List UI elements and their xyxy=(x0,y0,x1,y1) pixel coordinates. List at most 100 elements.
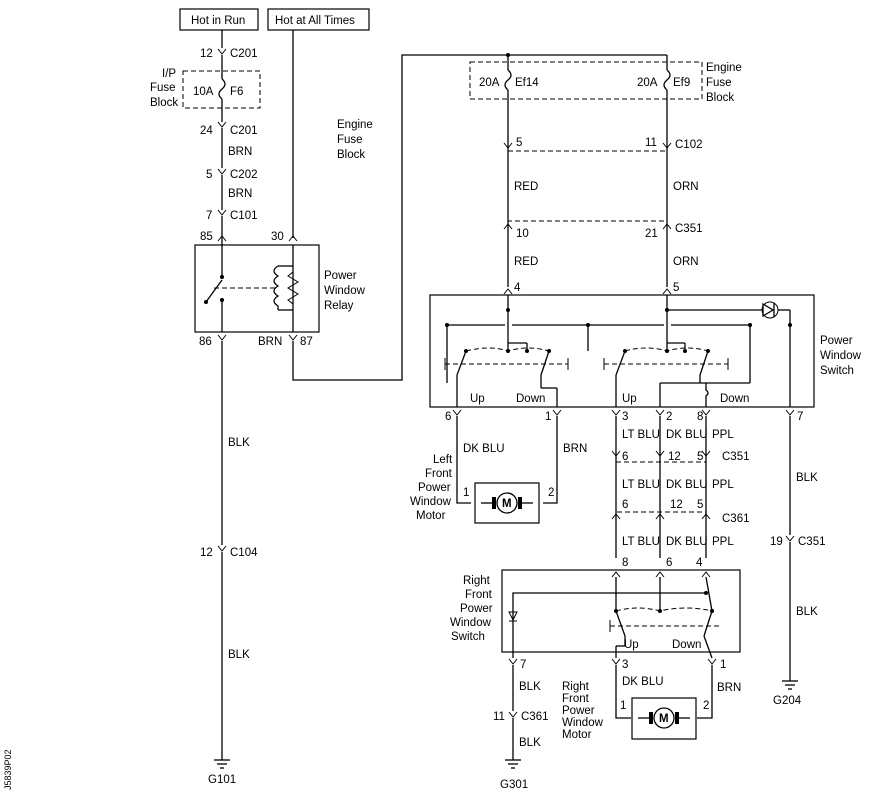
left-motor-wire-a: DK BLU xyxy=(463,443,505,455)
pws-pin-3-chevron xyxy=(611,409,621,416)
pws-pin-3: 3 xyxy=(622,411,628,423)
pws-right-up: Up xyxy=(622,393,637,405)
rf-motor-icon xyxy=(638,707,690,729)
ip-fuse-block-label-1: I/P xyxy=(162,68,176,80)
fuse-ef14-id: Ef14 xyxy=(515,77,539,89)
c361-mid-pin-b: 12 xyxy=(670,499,683,511)
rf-switch-internal xyxy=(508,576,720,659)
rf-switch-pin-1: 1 xyxy=(720,659,726,671)
c102-c351-harness xyxy=(507,150,668,222)
bundle-w3: PPL xyxy=(712,429,734,441)
pws-pin-7: 7 xyxy=(797,411,803,423)
ground-g101-icon xyxy=(214,759,230,769)
rf-pin-8: 8 xyxy=(622,557,628,569)
connector-c104 xyxy=(217,545,227,552)
connector-c201-in xyxy=(217,48,227,55)
relay-coil xyxy=(273,245,299,332)
engine-fuse-right-label-2: Fuse xyxy=(706,77,732,89)
rf-switch-pin-7: 7 xyxy=(520,659,526,671)
rf-switch-up: Up xyxy=(624,639,639,651)
conn-c101: C101 xyxy=(230,210,258,222)
pws-right-switch xyxy=(603,347,750,407)
right-wire-blk-1: BLK xyxy=(796,472,818,484)
conn-c201-in: C201 xyxy=(230,48,258,60)
fuse-ef14-symbol xyxy=(504,69,512,91)
rf-motor-label-4: Window xyxy=(562,717,604,729)
c351-mid-pin-b: 12 xyxy=(668,451,681,463)
wire-dk-blu-rf xyxy=(615,665,631,719)
c351-c361-harness xyxy=(615,461,707,513)
left-motor-pin-2: 2 xyxy=(548,487,554,499)
connector-c202 xyxy=(217,168,227,175)
rf-motor-pin-1: 1 xyxy=(620,700,626,712)
relay-86-chevron xyxy=(217,334,227,341)
bundle-low-w3: PPL xyxy=(712,536,734,548)
wire-dk-blu-left xyxy=(456,416,471,504)
wire-label-brn-2: BRN xyxy=(228,188,252,200)
relay-pin-86: 86 xyxy=(199,336,212,348)
pws-left-up: Up xyxy=(470,393,485,405)
pin-c201-out: 24 xyxy=(200,125,213,137)
c351-top-pin-a: 10 xyxy=(516,228,529,240)
pws-label-3: Switch xyxy=(820,365,854,377)
rf-pin-4-chev xyxy=(701,571,711,578)
relay-switch xyxy=(204,245,278,332)
hot-at-all-times-box xyxy=(267,8,370,31)
left-motor-label-5: Motor xyxy=(416,510,446,522)
rf-motor-label-5: Motor xyxy=(562,729,592,741)
pws-pin-4: 4 xyxy=(514,282,521,294)
wire-brn-rf xyxy=(697,665,713,719)
ip-fuse-block-label-3: Block xyxy=(150,97,178,109)
fuse-f6-rating: 10A xyxy=(193,86,214,98)
c102-conn: C102 xyxy=(675,139,703,151)
bundle-low-w2: DK BLU xyxy=(666,536,708,548)
c361-mid-pin-c: 5 xyxy=(697,499,703,511)
right-conn-c351: C351 xyxy=(798,536,826,548)
left-motor-pin-1: 1 xyxy=(463,487,469,499)
engine-fuse-mid-label-3: Block xyxy=(337,149,365,161)
pws-internal-bus xyxy=(445,295,792,407)
wire-label-blk-2: BLK xyxy=(228,649,250,661)
bundle-mid-w2: DK BLU xyxy=(666,479,708,491)
c102-pin-b: 11 xyxy=(645,137,657,149)
ip-fuse-block-label-2: Fuse xyxy=(150,82,176,94)
connector-c351-right xyxy=(785,535,795,542)
wire-label-blk-1: BLK xyxy=(228,437,250,449)
c102-pin-a: 5 xyxy=(516,137,522,149)
bundle-low-w1: LT BLU xyxy=(622,536,660,548)
pws-left-switch xyxy=(444,347,569,407)
hot-in-run-box xyxy=(179,8,259,31)
c351-top-wire-orn: ORN xyxy=(673,256,699,268)
connector-c101 xyxy=(217,209,227,216)
relay-pin-30: 30 xyxy=(271,231,284,243)
c351-mid-pin-a: 6 xyxy=(622,451,628,463)
figure-id: J5839P02 xyxy=(3,749,13,790)
c361-mid-conn: C361 xyxy=(722,513,750,525)
pws-right-down: Down xyxy=(720,393,749,405)
pws-pin-4-chevron xyxy=(503,288,513,295)
rf-wire-blk-a: BLK xyxy=(519,681,541,693)
conn-c104: C104 xyxy=(230,547,258,559)
fuse-f6-id: F6 xyxy=(230,86,243,98)
pws-pin-5-chevron xyxy=(662,288,672,295)
relay-pin-87: 87 xyxy=(300,336,313,348)
pws-pin-8: 8 xyxy=(697,411,703,423)
rf-motor-wire-a: DK BLU xyxy=(622,676,664,688)
fuse-ef9-id: Ef9 xyxy=(673,77,690,89)
bundle-w2: DK BLU xyxy=(666,429,708,441)
rf-wire-blk-b: BLK xyxy=(519,737,541,749)
left-motor-label-3: Power xyxy=(418,482,451,494)
engine-fuse-mid-label-1: Engine xyxy=(337,119,373,131)
power-window-switch-box xyxy=(429,294,815,408)
ground-g301-icon xyxy=(505,759,521,769)
rf-pin-6: 6 xyxy=(666,557,672,569)
conn-c201-out: C201 xyxy=(230,125,258,137)
left-motor-icon xyxy=(481,492,533,514)
rf-switch-label-5: Switch xyxy=(451,631,485,643)
fuse-f6-symbol xyxy=(218,78,226,100)
pws-pin-2: 2 xyxy=(666,411,672,423)
c102-wire-red: RED xyxy=(514,181,538,193)
ground-g204-icon xyxy=(782,680,798,690)
relay-pin-85: 85 xyxy=(200,231,213,243)
rf-switch-down: Down xyxy=(672,639,701,651)
